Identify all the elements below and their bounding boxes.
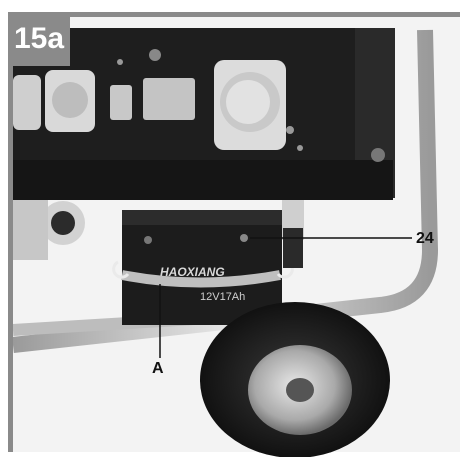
battery-strap	[121, 270, 281, 288]
frame-border-top	[70, 12, 460, 17]
callout-a: A	[152, 360, 164, 377]
battery-rating: 12V17Ah	[200, 291, 245, 303]
engine-housing	[13, 160, 393, 200]
step-label: 15a	[8, 12, 70, 66]
frame-tube	[12, 29, 439, 353]
callout-24: 24	[416, 230, 434, 247]
frame-border-left	[8, 12, 13, 452]
battery-brand: HAOXIANG	[160, 265, 225, 279]
battery: HAOXIANG 12V17Ah	[122, 210, 282, 325]
power-sockets	[13, 60, 286, 150]
wheel	[200, 302, 390, 457]
